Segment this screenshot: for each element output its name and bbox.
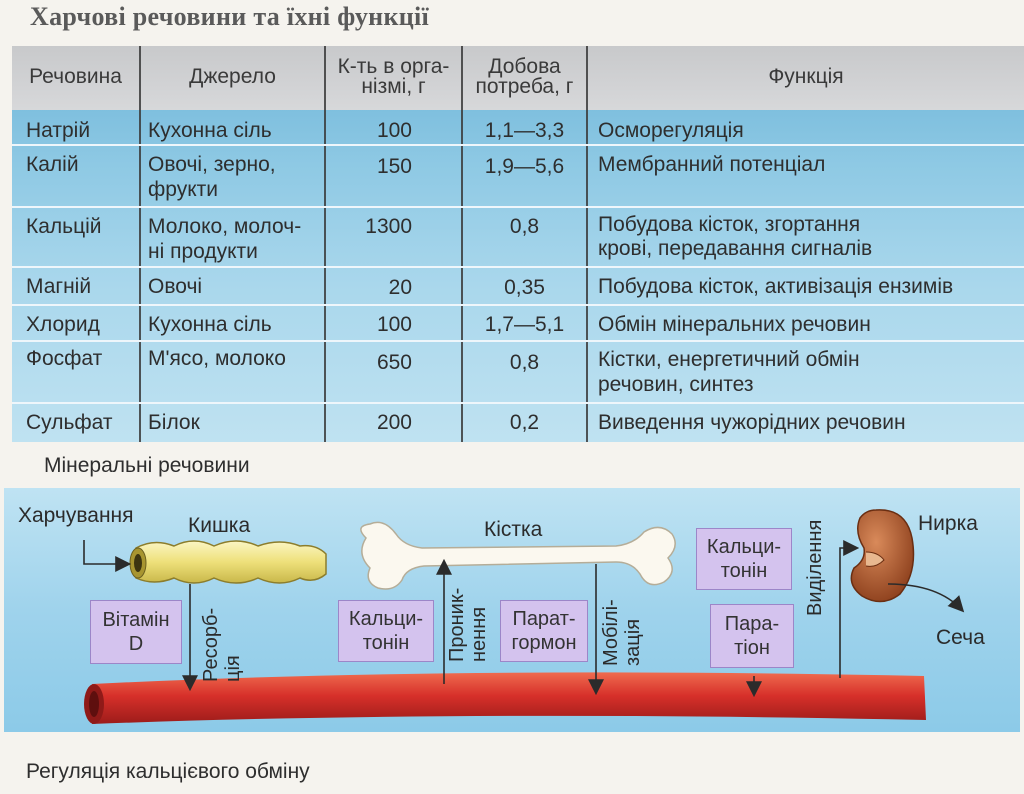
- column-divider: [586, 46, 588, 442]
- blood-vessel: [84, 672, 926, 724]
- calcitonin-kidney-box: Кальци-тонін: [696, 528, 792, 590]
- urine-label: Сеча: [936, 626, 985, 649]
- penetration-label: Проник-нення: [446, 587, 490, 662]
- cell-amount: 100: [376, 313, 412, 336]
- row-divider: [12, 266, 1024, 268]
- calcitonin-box: Кальци-тонін: [338, 600, 434, 662]
- cell-source: Кухонна сіль: [148, 119, 272, 142]
- column-divider: [139, 46, 141, 442]
- cell-source: ні продукти: [148, 240, 258, 263]
- cell-substance: Натрій: [26, 119, 91, 142]
- diagram-graphics: [83, 509, 965, 724]
- cell-substance: Калій: [26, 153, 79, 176]
- cell-function: Обмін мінеральних речовин: [598, 313, 871, 336]
- header-daily-line2: потреба, г: [475, 75, 574, 98]
- cell-substance: Магній: [26, 275, 92, 298]
- table-caption: Мінеральні речовини: [44, 454, 250, 477]
- cell-source: Овочі: [148, 275, 203, 298]
- cell-source: М'ясо, молоко: [148, 347, 286, 370]
- mobilization-label: Мобілі-зація: [600, 599, 644, 666]
- cell-source: Білок: [148, 411, 200, 434]
- cell-function: Кістки, енергетичний обмін: [598, 348, 860, 371]
- diagram-caption: Регуляція кальцієвого обміну: [26, 760, 310, 783]
- cell-function: Побудова кісток, активізація ензимів: [598, 275, 954, 298]
- calcium-regulation-diagram: Харчування Кишка Кістка Нирка Сеча Ресор…: [4, 488, 1020, 732]
- row-divider: [12, 144, 1024, 146]
- cell-amount: 650: [376, 351, 412, 374]
- cell-daily: 0,35: [504, 276, 545, 299]
- page-title: Харчові речовини та їхні функції: [30, 2, 430, 31]
- cell-daily: 0,2: [509, 411, 540, 434]
- parathyroid-box: Пара-тіон: [710, 604, 794, 668]
- cell-function: крові, передавання сигналів: [598, 237, 873, 260]
- cell-source: Молоко, молоч-: [148, 215, 302, 238]
- cell-daily: 0,8: [509, 351, 540, 374]
- cell-substance: Фосфат: [26, 347, 103, 370]
- cell-amount: 100: [376, 119, 412, 142]
- header-amount-line1: К-ть в орга-: [337, 55, 450, 78]
- cell-source: фрукти: [148, 178, 218, 201]
- header-amount-line2: нізмі, г: [361, 75, 426, 98]
- row-divider: [12, 340, 1024, 342]
- column-divider: [461, 46, 463, 442]
- flow-arrows: [83, 540, 965, 698]
- cell-source: Овочі, зерно,: [148, 153, 276, 176]
- cell-function: Побудова кісток, згортання: [598, 213, 861, 236]
- cell-daily: 1,1—3,3: [484, 119, 565, 142]
- excretion-label: Виділення: [804, 519, 826, 616]
- parathormone-box: Парат-гормон: [500, 600, 588, 662]
- cell-amount: 20: [388, 276, 412, 299]
- cell-daily: 0,8: [509, 215, 540, 238]
- cell-substance: Кальцій: [26, 215, 102, 238]
- resorption-label: Ресорб-ція: [200, 607, 244, 682]
- cell-function: речовин, синтез: [598, 373, 754, 396]
- header-daily-line1: Добова: [488, 55, 561, 78]
- column-divider: [324, 46, 326, 442]
- intestine-shape: [129, 540, 327, 584]
- row-divider: [12, 402, 1024, 404]
- cell-substance: Хлорид: [26, 313, 100, 336]
- nutrition-label: Харчування: [18, 504, 134, 527]
- row-divider: [12, 206, 1024, 208]
- table-header: [12, 46, 1024, 110]
- cell-daily: 1,9—5,6: [484, 155, 565, 178]
- cell-function: Осморегуляція: [598, 119, 744, 142]
- cell-daily: 1,7—5,1: [484, 313, 565, 336]
- minerals-table: Речовина Джерело К-ть в орга- нізмі, г Д…: [12, 46, 1024, 442]
- bone-label: Кістка: [484, 518, 543, 541]
- header-substance: Речовина: [29, 65, 122, 88]
- cell-function: Мембранний потенціал: [598, 153, 826, 176]
- header-function: Функція: [768, 65, 844, 88]
- cell-amount: 200: [376, 411, 412, 434]
- bone-shape: [360, 521, 676, 590]
- cell-substance: Сульфат: [26, 411, 113, 434]
- cell-amount: 150: [376, 155, 412, 178]
- header-source: Джерело: [189, 65, 276, 88]
- kidney-shape: [850, 509, 915, 603]
- row-divider: [12, 304, 1024, 306]
- cell-source: Кухонна сіль: [148, 313, 272, 336]
- cell-function: Виведення чужорідних речовин: [598, 411, 906, 434]
- cell-amount: 1300: [365, 215, 412, 238]
- kidney-label: Нирка: [918, 512, 978, 535]
- intestine-label: Кишка: [188, 514, 251, 537]
